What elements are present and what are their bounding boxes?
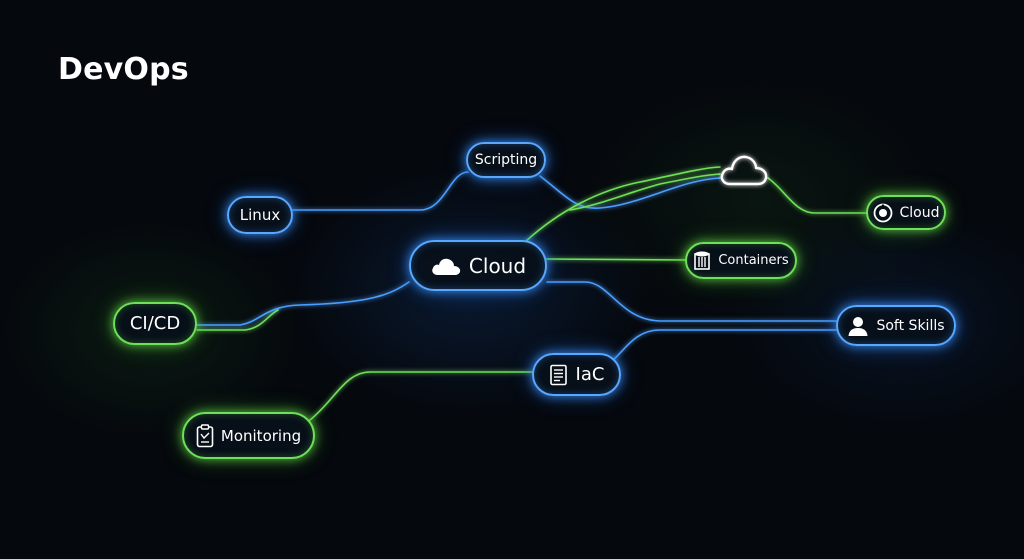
node-monitoring[interactable]: Monitoring xyxy=(182,412,315,459)
node-label: Soft Skills xyxy=(876,317,945,334)
node-label: IaC xyxy=(575,364,605,385)
node-label: Monitoring xyxy=(220,426,302,445)
link-cloud-main-soft-skills xyxy=(546,281,837,322)
document-icon xyxy=(549,364,569,386)
node-soft-skills[interactable]: Soft Skills xyxy=(836,305,956,346)
cloud-icon xyxy=(430,255,462,277)
node-label: CI/CD xyxy=(129,313,181,334)
link-cloud-main-containers xyxy=(546,258,686,261)
node-cloud-right[interactable]: Cloud xyxy=(866,195,946,230)
person-icon xyxy=(847,315,869,337)
cloud-provider-icon xyxy=(873,203,893,223)
node-label: Cloud xyxy=(899,204,940,221)
page-title: DevOps xyxy=(58,52,189,87)
node-cicd[interactable]: CI/CD xyxy=(113,302,197,345)
node-label: Cloud xyxy=(468,253,527,278)
link-cicd-lower xyxy=(196,309,279,331)
node-cloud-main[interactable]: Cloud xyxy=(409,240,547,291)
node-containers[interactable]: Containers xyxy=(685,242,797,279)
link-linux-scripting xyxy=(292,171,469,211)
link-cloud-icon-lower xyxy=(569,173,721,211)
link-cloud-main-cloud-icon xyxy=(524,166,721,243)
node-scripting[interactable]: Scripting xyxy=(466,142,546,178)
node-label: Containers xyxy=(718,253,789,268)
clipboard-icon xyxy=(196,423,214,448)
node-label: Scripting xyxy=(474,152,538,168)
node-label: Linux xyxy=(239,206,281,224)
node-linux[interactable]: Linux xyxy=(227,196,293,234)
link-iac-monitoring xyxy=(309,371,533,421)
node-iac[interactable]: IaC xyxy=(532,353,621,396)
link-soft-skills-iac xyxy=(612,329,837,361)
link-cloud-main-cicd xyxy=(196,281,410,326)
link-cloud-icon-cloud-right xyxy=(767,177,867,214)
link-scripting-cloud-icon xyxy=(539,175,721,209)
container-icon xyxy=(693,250,711,272)
cloud-icon xyxy=(720,155,768,186)
